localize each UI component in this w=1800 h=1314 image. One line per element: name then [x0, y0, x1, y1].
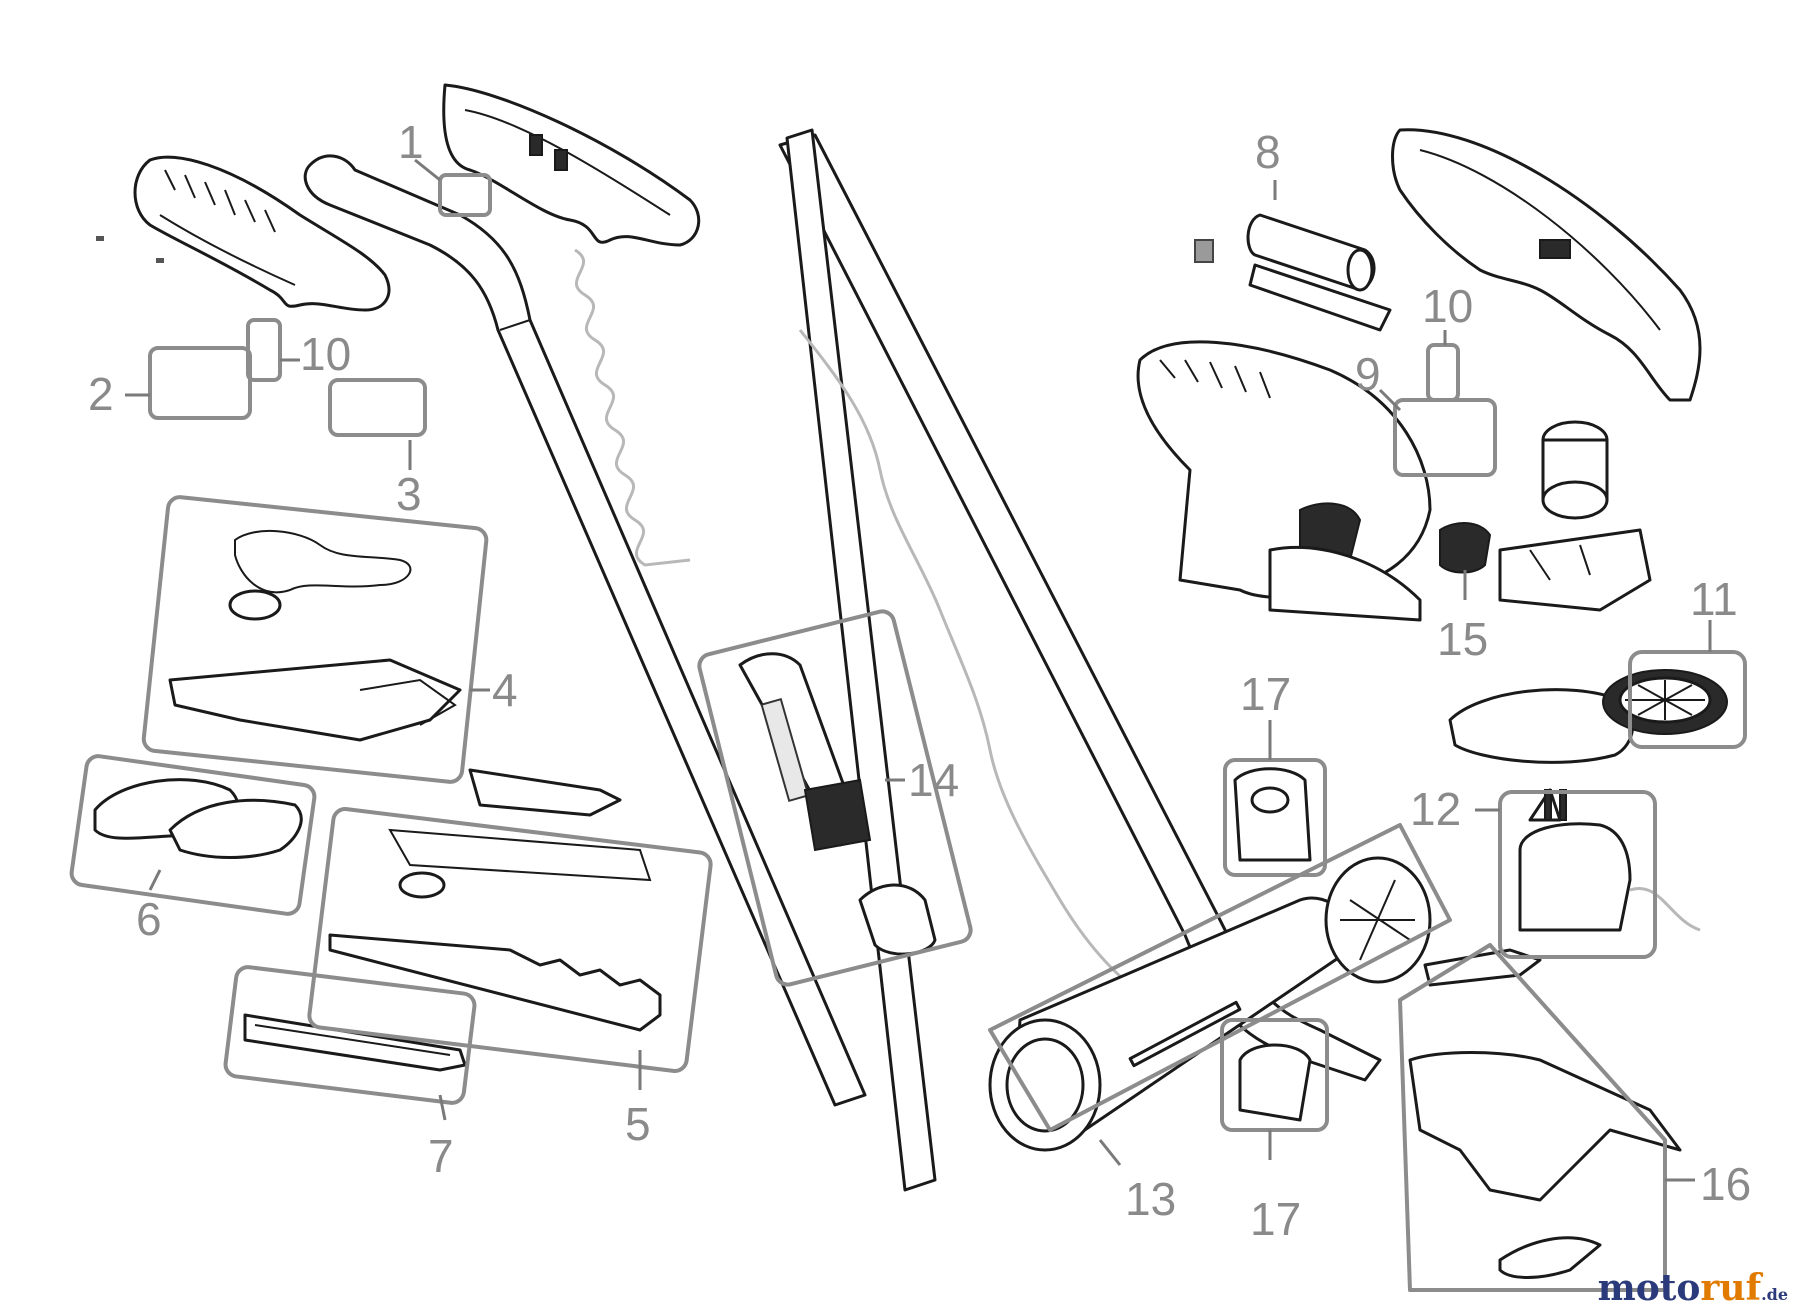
blade-set-5 [328, 768, 662, 1032]
callout-11: 11 [1690, 573, 1738, 625]
right-top-cover [1391, 128, 1702, 402]
watermark-moto: moto [1597, 1267, 1701, 1309]
gear-wheel-11 [1602, 669, 1728, 735]
leader-lines [125, 158, 1712, 1182]
callout-8: 8 [1255, 126, 1281, 178]
blade-guard-7 [243, 1013, 467, 1072]
left-handle-grip [133, 155, 391, 312]
left-top-cover [442, 83, 701, 247]
gear-housing [1498, 528, 1652, 612]
battery-pack [738, 652, 937, 956]
internal-wire [798, 329, 1151, 1002]
motor [1541, 420, 1609, 520]
callout-9: 9 [1355, 348, 1381, 400]
watermark-ruf: ruf [1700, 1267, 1762, 1309]
callout-5: 5 [625, 1098, 651, 1150]
bracket-17-top [1233, 767, 1312, 862]
battery-cell-8 [1194, 213, 1392, 332]
knob-15 [1439, 522, 1492, 574]
callout-frames [69, 173, 1747, 1292]
callout-15: 15 [1437, 613, 1488, 665]
bracket-17-bottom [1238, 1043, 1312, 1122]
right-handle-grip [1136, 340, 1432, 622]
charger-12 [1518, 788, 1701, 932]
callout-10-left: 10 [300, 328, 351, 380]
callout-3: 3 [396, 468, 422, 520]
callout-1: 1 [398, 116, 424, 168]
callout-16: 16 [1700, 1158, 1751, 1210]
motoruf-watermark: motoruf.de [1598, 1270, 1788, 1306]
callout-13: 13 [1125, 1173, 1176, 1225]
screws-left [96, 236, 164, 263]
callout-4: 4 [492, 664, 518, 716]
blade-set-4 [168, 529, 462, 742]
callout-14: 14 [908, 754, 959, 806]
callout-7: 7 [428, 1130, 454, 1182]
callout-12: 12 [1410, 783, 1461, 835]
watermark-tld: .de [1761, 1285, 1788, 1304]
cover-plates-6 [93, 778, 303, 859]
callout-6: 6 [136, 893, 162, 945]
callout-numbers: 1 2 3 4 5 6 7 8 9 10 10 11 12 13 14 15 1… [88, 116, 1751, 1245]
callout-10-right: 10 [1422, 280, 1473, 332]
callout-17-top: 17 [1240, 668, 1291, 720]
callout-17-bottom: 17 [1250, 1193, 1301, 1245]
callout-2: 2 [88, 368, 114, 420]
spiral-cable [574, 248, 691, 567]
left-shaft [303, 154, 867, 1107]
